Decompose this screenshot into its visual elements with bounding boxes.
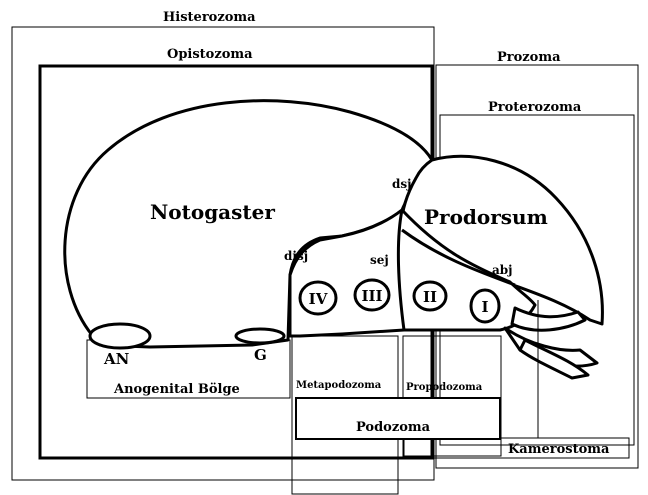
leg-I-label: I	[481, 298, 488, 316]
abj-label: abj	[492, 263, 513, 277]
prodorsum-label: Prodorsum	[424, 205, 548, 229]
proterozoma-label: Proterozoma	[488, 100, 582, 115]
anogenital-label: Anogenital Bölge	[113, 382, 240, 397]
anus-label: AN	[103, 350, 130, 368]
genital-plate	[236, 329, 284, 343]
notogaster-label: Notogaster	[150, 200, 275, 224]
leg-III-label: III	[361, 287, 382, 305]
anal-plate	[90, 324, 150, 348]
leg-IV-label: IV	[309, 290, 328, 308]
histerozoma-label: Histerozoma	[163, 10, 256, 25]
sej-label: sej	[370, 253, 389, 267]
disj-label: disj	[284, 249, 308, 263]
opistozoma-label: Opistozoma	[167, 47, 253, 62]
podozoma-label: Podozoma	[356, 420, 431, 435]
metapodozoma-label: Metapodozoma	[296, 380, 382, 391]
kamerostoma-label: Kamerostoma	[508, 442, 610, 457]
prozoma-label: Prozoma	[497, 50, 561, 65]
propodozoma-label: Propodozoma	[406, 382, 483, 393]
leg-II-label: II	[423, 288, 437, 306]
dsj-label: dsj	[392, 177, 412, 191]
genital-label: G	[254, 346, 267, 364]
